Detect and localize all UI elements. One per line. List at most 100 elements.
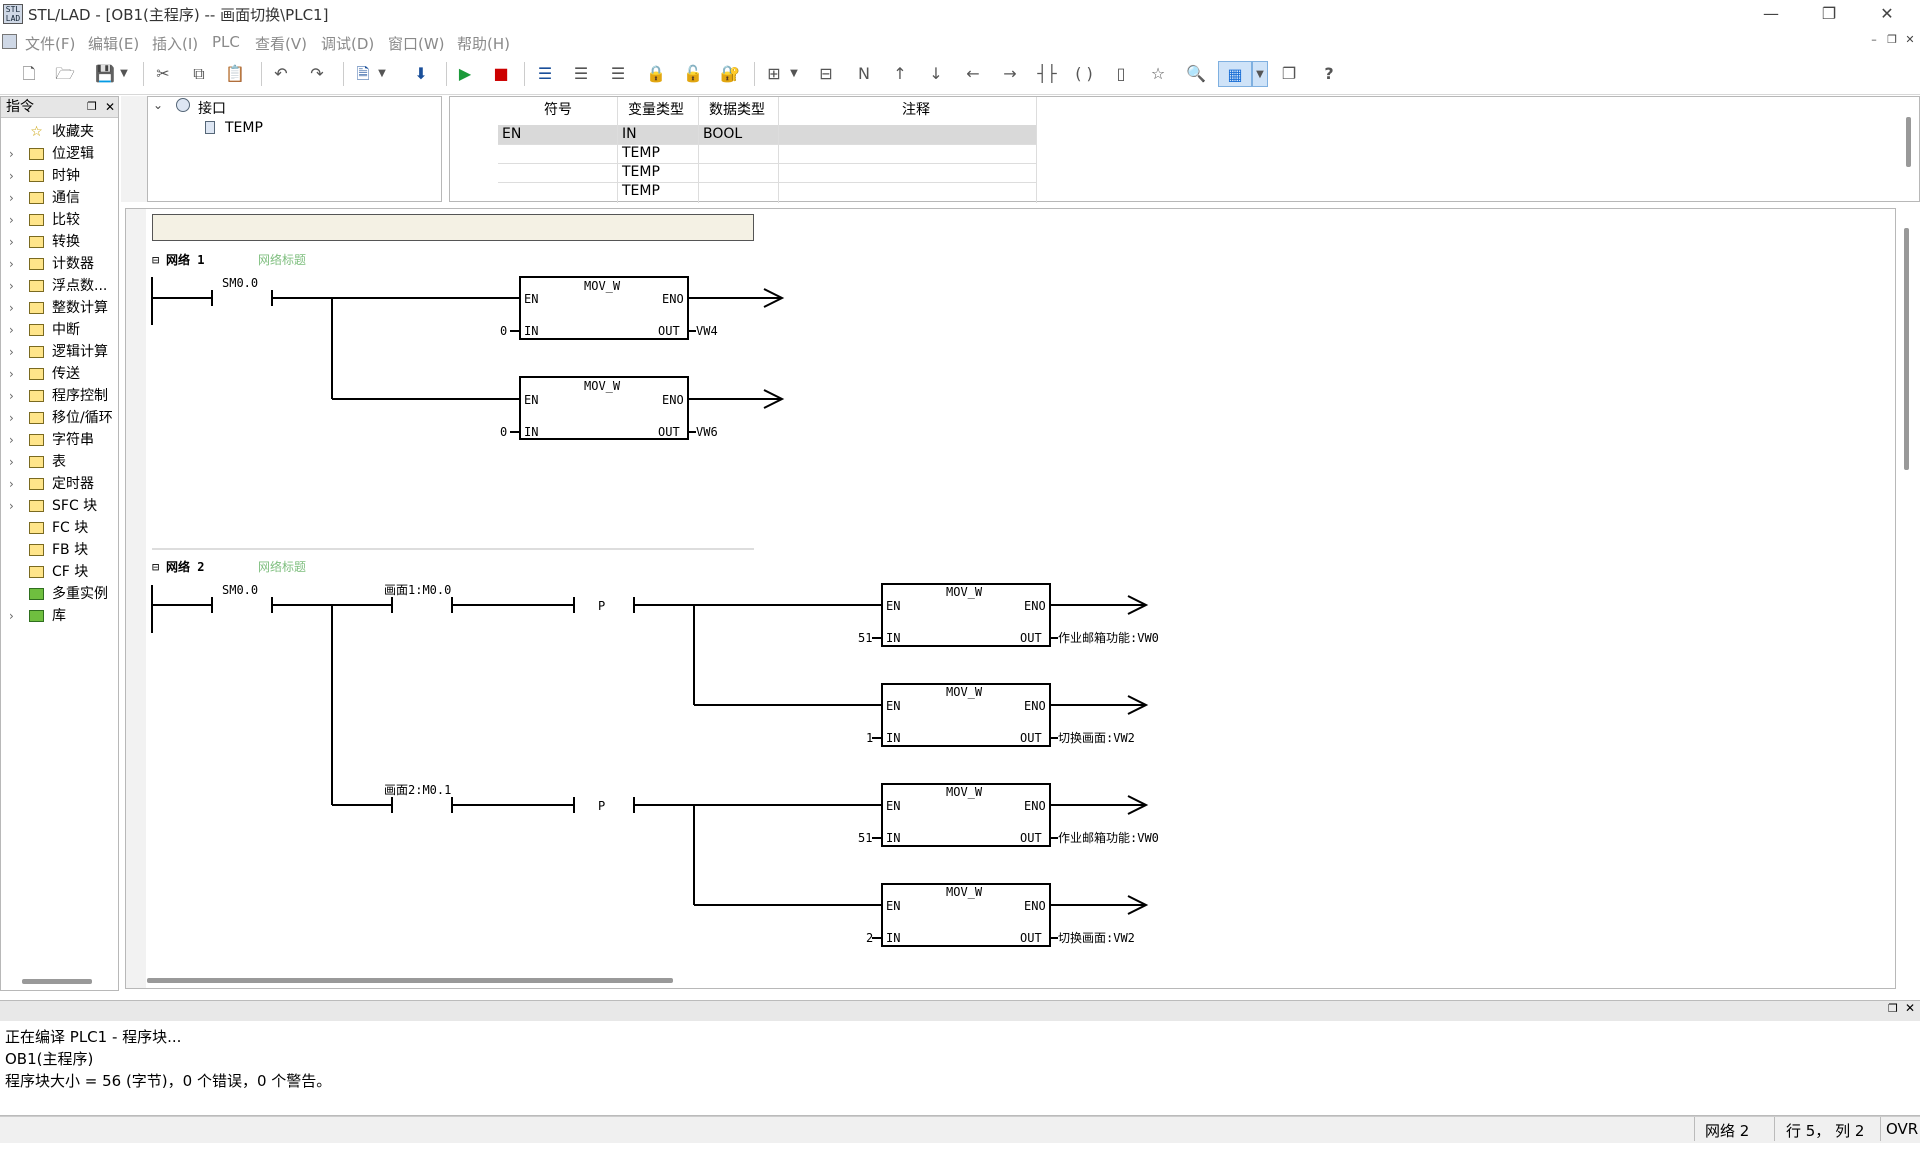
table-status-icon[interactable]: ☰ (573, 64, 589, 83)
tree-item[interactable]: ›整数计算 (0, 297, 119, 319)
insert-dropdown-icon[interactable]: ▼ (790, 68, 798, 79)
output-restore-icon[interactable]: ❐ (1888, 1002, 1898, 1015)
vt-cell[interactable]: IN (622, 126, 637, 142)
chevron-right-icon[interactable]: › (9, 279, 14, 293)
vt-cell[interactable]: EN (502, 126, 522, 142)
tree-item[interactable]: ›通信 (0, 187, 119, 209)
favorite-icon[interactable]: ☆ (1150, 64, 1166, 83)
positive-edge-label[interactable]: P (598, 799, 605, 813)
doc-icon[interactable] (2, 34, 17, 49)
block-output-address[interactable]: VW4 (696, 324, 718, 338)
cut-icon[interactable]: ✂ (156, 64, 170, 83)
chevron-right-icon[interactable]: › (9, 455, 14, 469)
redo-icon[interactable]: ↷ (310, 64, 324, 83)
chevron-right-icon[interactable]: › (9, 609, 14, 623)
table-row[interactable] (498, 125, 1036, 144)
chevron-right-icon[interactable]: › (9, 191, 14, 205)
tree-item[interactable]: ›库 (0, 605, 119, 627)
line-up-icon[interactable]: ↑ (893, 64, 907, 83)
menu-file[interactable]: 文件(F) (25, 35, 76, 53)
vt-cell[interactable]: TEMP (622, 145, 660, 161)
unlock-icon[interactable]: 🔓 (683, 64, 703, 83)
vartable-scrollbar[interactable] (1906, 117, 1911, 167)
mdi-restore-icon[interactable]: ❐ (1887, 33, 1897, 46)
tree-scrollbar[interactable] (22, 979, 92, 984)
menu-help[interactable]: 帮助(H) (457, 35, 510, 53)
tree-item[interactable]: ›SFC 块 (0, 495, 119, 517)
contact-address[interactable]: SM0.0 (222, 583, 258, 597)
mdi-minimize-icon[interactable]: – (1871, 33, 1877, 46)
tree-item[interactable]: ›时钟 (0, 165, 119, 187)
chevron-right-icon[interactable]: › (9, 213, 14, 227)
close-button[interactable]: ✕ (1880, 4, 1894, 23)
block-input-value[interactable]: 0 (500, 425, 507, 439)
trend-icon[interactable]: ☰ (610, 64, 626, 83)
tree-item[interactable]: ›程序控制 (0, 385, 119, 407)
vt-cell[interactable]: TEMP (622, 183, 660, 199)
ladder-hscroll[interactable] (147, 978, 673, 983)
insert-network-icon[interactable]: ⊞ (767, 64, 781, 83)
block-output-address[interactable]: VW6 (696, 425, 718, 439)
symbol-dropdown-icon[interactable]: ▼ (1252, 61, 1268, 87)
tree-item[interactable]: ›转换 (0, 231, 119, 253)
chevron-right-icon[interactable]: › (9, 169, 14, 183)
chevron-right-icon[interactable]: › (9, 389, 14, 403)
contact-icon[interactable]: ┤├ (1037, 64, 1057, 83)
network-comment[interactable]: 网络标题 (258, 559, 306, 574)
line-right-icon[interactable]: → (1003, 64, 1017, 83)
save-icon[interactable]: 💾 (95, 64, 115, 83)
chevron-down-icon[interactable]: ⌄ (153, 98, 164, 112)
chevron-right-icon[interactable]: › (9, 345, 14, 359)
tree-item[interactable]: ›计数器 (0, 253, 119, 275)
program-comment-box[interactable] (152, 214, 754, 241)
tree-item[interactable]: ›移位/循环 (0, 407, 119, 429)
line-left-icon[interactable]: ← (966, 64, 980, 83)
minimize-button[interactable]: — (1763, 4, 1779, 23)
chevron-right-icon[interactable]: › (9, 147, 14, 161)
save-dropdown-icon[interactable]: ▼ (120, 68, 128, 79)
network-collapse-icon[interactable]: ⊟ (152, 253, 159, 267)
block-input-value[interactable]: 2 (866, 931, 873, 945)
chevron-right-icon[interactable]: › (9, 323, 14, 337)
contact-address[interactable]: 画面2:M0.1 (384, 783, 451, 797)
tree-item[interactable]: FC 块 (0, 517, 119, 539)
tree-item[interactable]: ›中断 (0, 319, 119, 341)
menu-debug[interactable]: 调试(D) (321, 35, 375, 53)
chevron-right-icon[interactable]: › (9, 499, 14, 513)
line-down-icon[interactable]: ↓ (929, 64, 943, 83)
contact-address[interactable]: SM0.0 (222, 276, 258, 290)
output-close-icon[interactable]: ✕ (1905, 1001, 1916, 1015)
tree-item[interactable]: ›表 (0, 451, 119, 473)
block-output-address[interactable]: 切换画面:VW2 (1058, 931, 1135, 945)
block-output-address[interactable]: 切换画面:VW2 (1058, 731, 1135, 745)
panel-close-icon[interactable]: ✕ (105, 100, 116, 114)
chevron-right-icon[interactable]: › (9, 433, 14, 447)
block-output-address[interactable]: 作业邮箱功能:VW0 (1058, 830, 1159, 845)
block-input-value[interactable]: 51 (858, 831, 872, 845)
program-status-icon[interactable]: ☰ (537, 64, 553, 83)
window-icon[interactable]: ❐ (1281, 64, 1297, 83)
lock-icon[interactable]: 🔒 (646, 64, 666, 83)
tree-item[interactable]: ›字符串 (0, 429, 119, 451)
block-output-address[interactable]: 作业邮箱功能:VW0 (1058, 630, 1159, 645)
menu-edit[interactable]: 编辑(E) (88, 35, 140, 53)
menu-window[interactable]: 窗口(W) (388, 35, 445, 53)
tree-item[interactable]: FB 块 (0, 539, 119, 561)
vt-cell[interactable]: TEMP (622, 164, 660, 180)
block-input-value[interactable]: 51 (858, 631, 872, 645)
chevron-right-icon[interactable]: › (9, 411, 14, 425)
positive-edge-label[interactable]: P (598, 599, 605, 613)
undo-icon[interactable]: ↶ (274, 64, 288, 83)
interface-root[interactable]: 接口 (198, 101, 226, 117)
coil-icon[interactable]: ( ) (1075, 64, 1093, 83)
symbol-table-icon[interactable]: ▦ (1218, 61, 1252, 87)
force-icon[interactable]: 🔐 (720, 64, 740, 83)
chevron-right-icon[interactable]: › (9, 235, 14, 249)
tree-item[interactable]: ›位逻辑 (0, 143, 119, 165)
ladder-vscroll[interactable] (1904, 228, 1909, 470)
tree-item[interactable]: ›逻辑计算 (0, 341, 119, 363)
toggle-n-icon[interactable]: N (858, 64, 870, 83)
download-icon[interactable]: ⬇ (414, 64, 428, 83)
menu-view[interactable]: 查看(V) (255, 35, 307, 53)
tree-item[interactable]: ›传送 (0, 363, 119, 385)
